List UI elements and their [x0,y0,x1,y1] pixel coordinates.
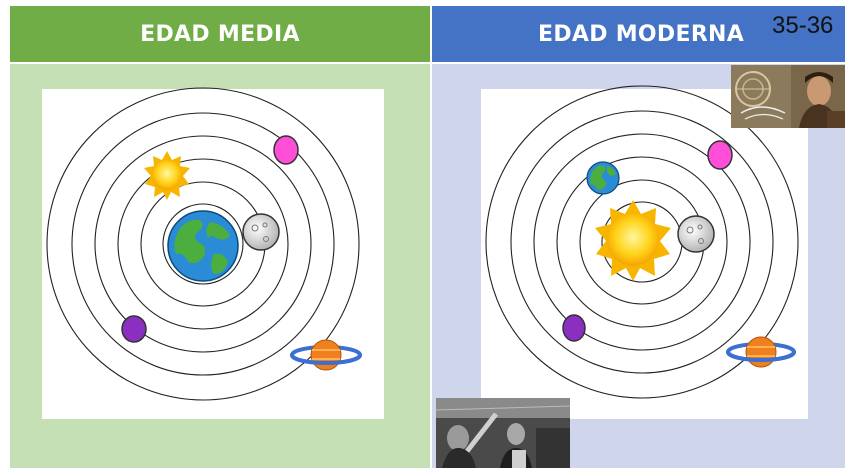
purple-planet-icon [121,315,147,343]
sun-icon [595,200,671,281]
moon-icon [677,215,715,253]
copernicus-portrait-image [731,65,845,128]
saturn-icon [290,339,362,371]
sun-icon [144,151,190,200]
edad-moderna-title: EDAD MODERNA [538,21,745,47]
earth-icon [586,161,620,195]
edad-media-title: EDAD MEDIA [140,21,300,47]
earth-icon [167,210,239,282]
header-edad-media: EDAD MEDIA [10,6,430,62]
pink-planet-icon [707,140,733,170]
pink-planet-icon [273,135,299,165]
purple-planet-icon [562,314,586,342]
moon-icon [242,213,280,251]
astronomers-telescope-image [436,398,570,468]
page-number-badge: 35-36 [772,12,834,39]
header-edad-moderna: EDAD MODERNA [432,6,845,62]
saturn-icon [726,336,796,368]
